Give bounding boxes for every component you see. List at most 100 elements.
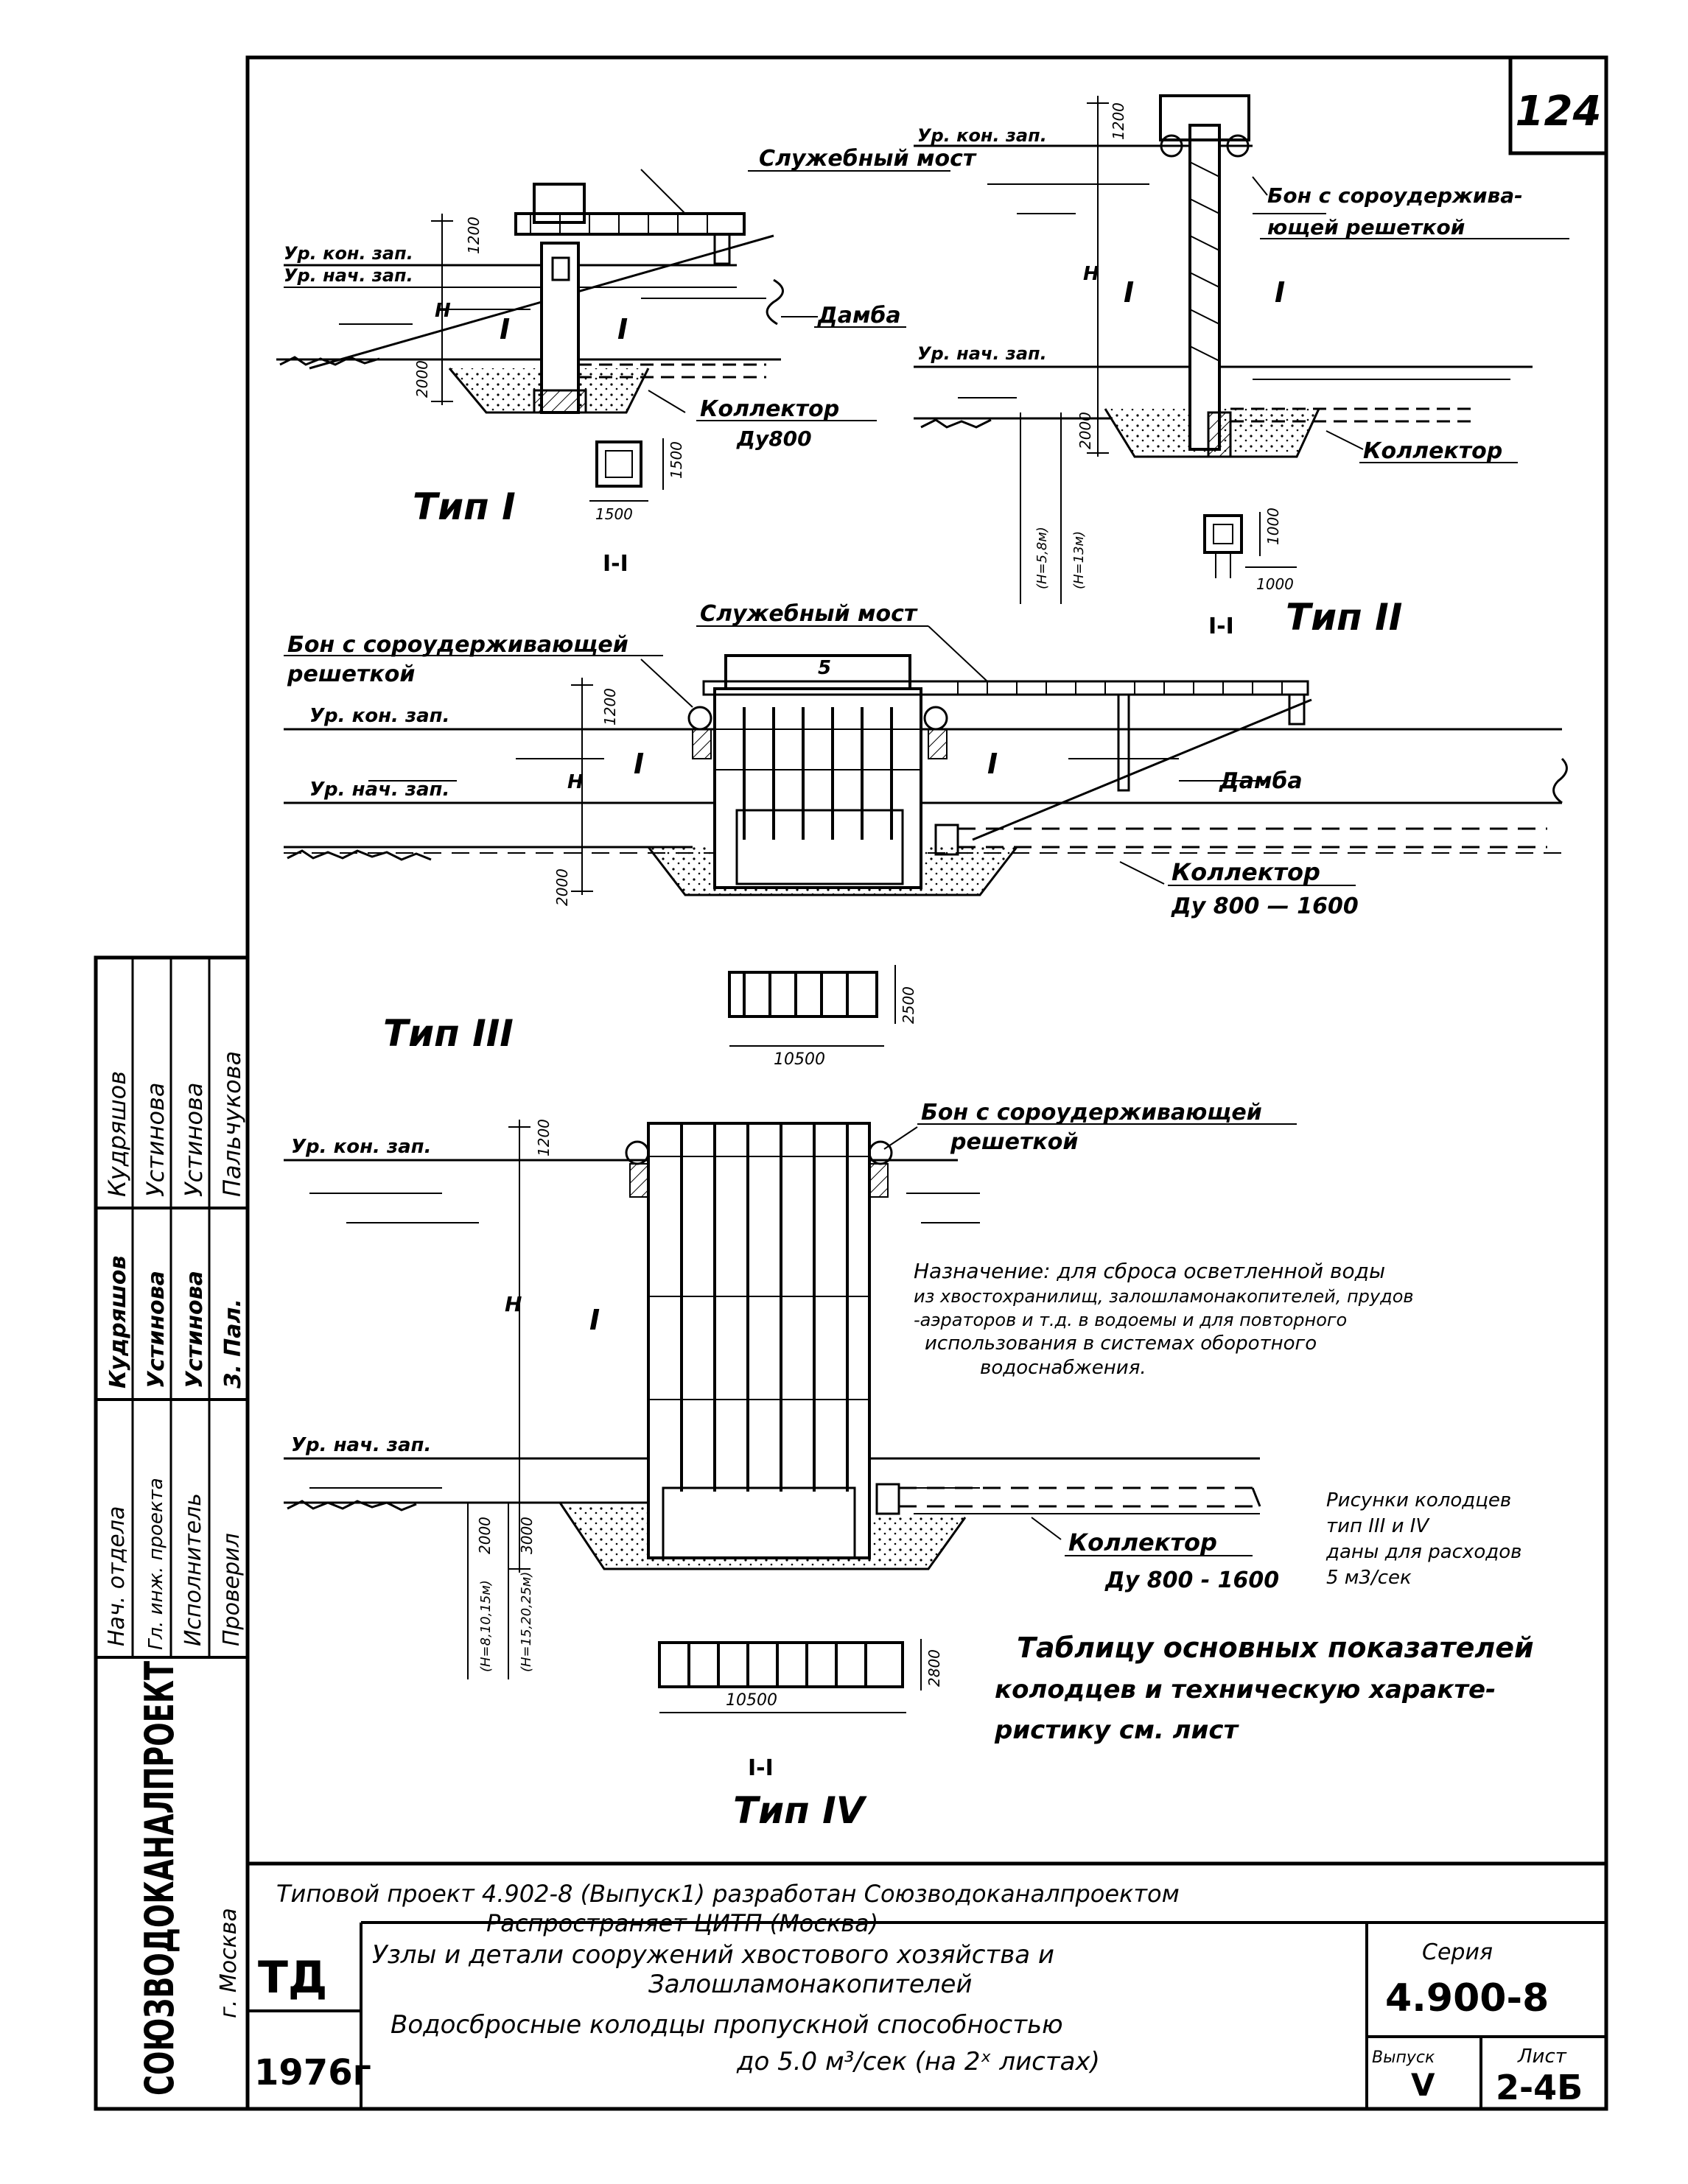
series-label: Серия [1422, 1939, 1493, 1965]
sheet-label: Лист [1517, 2046, 1567, 2068]
type1-service-bridge-label: Служебный мост [759, 146, 977, 172]
project-line-1: Типовой проект 4.902-8 (Выпуск1) разрабо… [276, 1880, 1180, 1908]
type4-dim-top: 1200 [535, 1119, 553, 1156]
type1-plan-height: 1500 [668, 441, 685, 479]
drawings-note-line-1: Рисунки колодцев [1326, 1489, 1511, 1511]
table-note: Таблицу основных показателей колодцев и … [994, 1632, 1534, 1745]
type2-dim-bottom: 2000 [1076, 412, 1094, 449]
title-line-4: до 5.0 м³/сек (на 2ˣ листах) [736, 2047, 1100, 2076]
type1-elevation [276, 169, 818, 502]
sheet-number-box: 124 [1508, 55, 1608, 155]
type1-roman-right: I [617, 313, 628, 345]
purpose-note-line-2: из хвостохранилищ, залошламонакопителей,… [914, 1286, 1414, 1307]
role-4: Проверил [219, 1533, 245, 1646]
sheet-number: 124 [1516, 88, 1602, 136]
type1-dim-top: 1200 [465, 217, 483, 254]
type3-dim-h: H [567, 771, 584, 793]
type3-service-bridge-label: Служебный мост [700, 601, 918, 627]
type3-roman-left: I [634, 748, 644, 780]
type2-section-label: I-I [1208, 614, 1234, 639]
type4-title: Тип IV [733, 1789, 867, 1832]
type1-roman-left: I [500, 313, 510, 345]
type4-plan-height: 2800 [925, 1649, 943, 1687]
signature-3: Устинова [182, 1271, 208, 1388]
type1-title: Тип I [413, 485, 516, 528]
type3-span-label: 5 [818, 657, 831, 679]
type2-roman-right: I [1275, 276, 1285, 309]
type2-level-start-label: Ур. нач. зап. [917, 343, 1047, 364]
drawings-note: Рисунки колодцев тип III и IV даны для р… [1325, 1489, 1521, 1589]
type1-dim-h: H [435, 300, 451, 322]
purpose-note-line-4: использования в системах оборотного [925, 1332, 1317, 1355]
type4-dim-h1: (H=8,10,15м) [478, 1580, 494, 1672]
type4-plan-width: 10500 [726, 1691, 777, 1710]
type1-dam-label: Дамба [817, 303, 901, 329]
role-2: Гл. инж. проекта [145, 1478, 167, 1650]
type3-labels: Бон с сороудерживающей решеткой Служебны… [284, 601, 1359, 1069]
type3-boom-line1: Бон с сороудерживающей [287, 632, 628, 658]
type2-dim-h2: (H=13м) [1071, 531, 1087, 589]
type3-level-start-label: Ур. нач. зап. [309, 779, 449, 801]
role-1: Нач. отдела [104, 1506, 130, 1646]
purpose-note-line-1: Назначение: для сброса осветленной воды [914, 1259, 1385, 1283]
sheet-frame [245, 55, 1608, 2111]
type2-level-end-label: Ур. кон. зап. [917, 125, 1047, 146]
type3-dim-top: 1200 [601, 688, 619, 726]
type2-plan-height: 1000 [1264, 508, 1282, 545]
signature-2: Устинова [144, 1271, 169, 1388]
type2-dim-top: 1200 [1110, 102, 1127, 140]
purpose-note-line-3: -аэраторов и т.д. в водоемы и для повтор… [914, 1310, 1347, 1330]
type4-dim-bottom1: 2000 [476, 1517, 494, 1554]
title-line-2: Залошламонакопителей [648, 1970, 973, 1999]
type2-labels: Ур. кон. зап. Ур. нач. зап. Бон с сороуд… [917, 102, 1569, 639]
signature-4: З. Пал. [220, 1299, 246, 1389]
name-4: Пальчукова [218, 1051, 246, 1197]
type4-roman: I [589, 1304, 600, 1336]
type3-elevation [284, 654, 1568, 1047]
purpose-note-line-5: водоснабжения. [980, 1357, 1146, 1379]
sheet-value: 2-4Б [1496, 2068, 1583, 2107]
year: 1976г [254, 2052, 371, 2093]
role-3: Исполнитель [181, 1493, 206, 1646]
issue-value: V [1411, 2067, 1435, 2103]
td-mark: ТД [258, 1952, 327, 2004]
type1-collector-label: Коллектор [700, 396, 839, 422]
type3-plan-height: 2500 [900, 986, 917, 1024]
type3-boom-line2: решеткой [287, 661, 415, 687]
type2-elevation [914, 94, 1533, 604]
type4-elevation [284, 1120, 1261, 1713]
drawings-note-line-4: 5 м3/сек [1326, 1567, 1412, 1589]
type2-dim-h: H [1083, 263, 1099, 285]
type4-collector-label: Коллектор [1068, 1528, 1217, 1556]
name-1: Кудряшов [103, 1071, 131, 1197]
type4-dim-h: H [505, 1292, 522, 1316]
type2-collector-label: Коллектор [1363, 438, 1502, 464]
type1-level-end-label: Ур. кон. зап. [284, 243, 413, 264]
issue-label: Выпуск [1372, 2048, 1435, 2067]
drawings-note-line-3: даны для расходов [1325, 1541, 1521, 1563]
type4-labels: Бон с сороудерживающей решеткой Ур. кон.… [291, 1100, 1297, 1832]
type2-boom-line1: Бон с сороудержива- [1267, 183, 1523, 208]
title-line-3: Водосбросные колодцы пропускной способно… [391, 2010, 1063, 2040]
table-note-line-1: Таблицу основных показателей [1017, 1632, 1534, 1664]
type2-roman-left: I [1124, 276, 1134, 309]
signature-strip: Нач. отдела Гл. инж. проекта Исполнитель… [94, 955, 250, 2111]
type3-collector-diameter: Ду 800 — 1600 [1171, 893, 1359, 919]
type3-dam-label: Дамба [1219, 768, 1303, 794]
type2-plan-width: 1000 [1256, 575, 1294, 593]
table-note-line-3: ристику см. лист [994, 1716, 1239, 1745]
title-block: Типовой проект 4.902-8 (Выпуск1) разрабо… [248, 1861, 1606, 2109]
type1-collector-diameter: Ду800 [736, 426, 812, 451]
type4-dim-h2: (H=15,20,25м) [519, 1572, 534, 1672]
type4-boom-line1: Бон с сороудерживающей [921, 1100, 1262, 1126]
type4-boom-line2: решеткой [950, 1129, 1078, 1155]
project-line-2: Распространяет ЦИТП (Москва) [486, 1909, 878, 1937]
type3-title: Тип III [383, 1012, 514, 1055]
type1-labels: Служебный мост Ур. кон. зап. Ур. нач. за… [284, 146, 977, 577]
type1-plan-width: 1500 [595, 505, 633, 523]
type2-boom-line2: ющей решеткой [1267, 215, 1465, 239]
type3-dim-bottom: 2000 [553, 868, 571, 906]
type3-plan-width: 10500 [774, 1050, 825, 1069]
title-line-1: Узлы и детали сооружений хвостового хозя… [372, 1940, 1054, 1970]
type2-title: Тип II [1286, 596, 1402, 639]
